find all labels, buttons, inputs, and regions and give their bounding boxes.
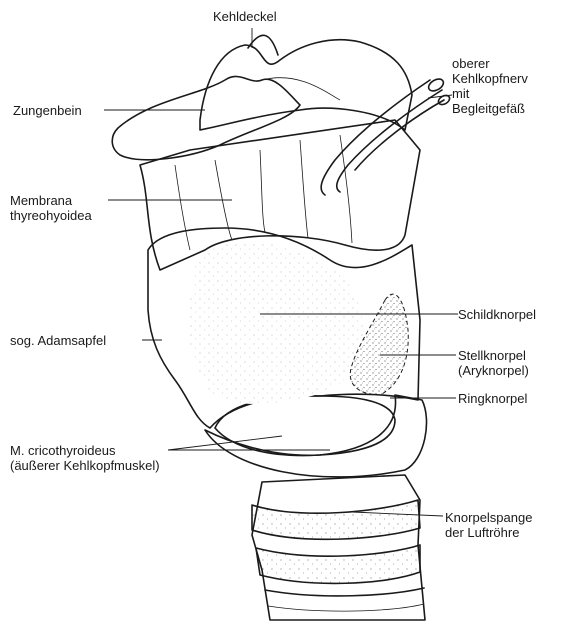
superior-laryngeal-nerve — [321, 77, 451, 195]
label-hyoid: Zungenbein — [13, 103, 82, 118]
label-arytenoid-cartilage: Stellknorpel (Aryknorpel) — [458, 348, 529, 378]
label-epiglottis: Kehldeckel — [213, 9, 277, 24]
label-superior-laryngeal-nerve: oberer Kehlkopfnerv mit Begleitgefäß — [452, 56, 528, 116]
label-thyrohyoid-membrane: Membrana thyreohyoidea — [10, 193, 92, 223]
cricothyroid-muscle — [215, 396, 395, 456]
trachea — [252, 475, 425, 620]
label-thyroid-cartilage: Schildknorpel — [458, 307, 536, 322]
label-cricoid-cartilage: Ringknorpel — [458, 391, 527, 406]
label-tracheal-cartilage: Knorpelspange der Luftröhre — [445, 510, 532, 540]
label-adams-apple: sog. Adamsapfel — [10, 333, 106, 348]
label-cricothyroid-muscle: M. cricothyroideus (äußerer Kehlkopfmusk… — [10, 443, 160, 473]
hyoid-bone — [112, 76, 340, 159]
